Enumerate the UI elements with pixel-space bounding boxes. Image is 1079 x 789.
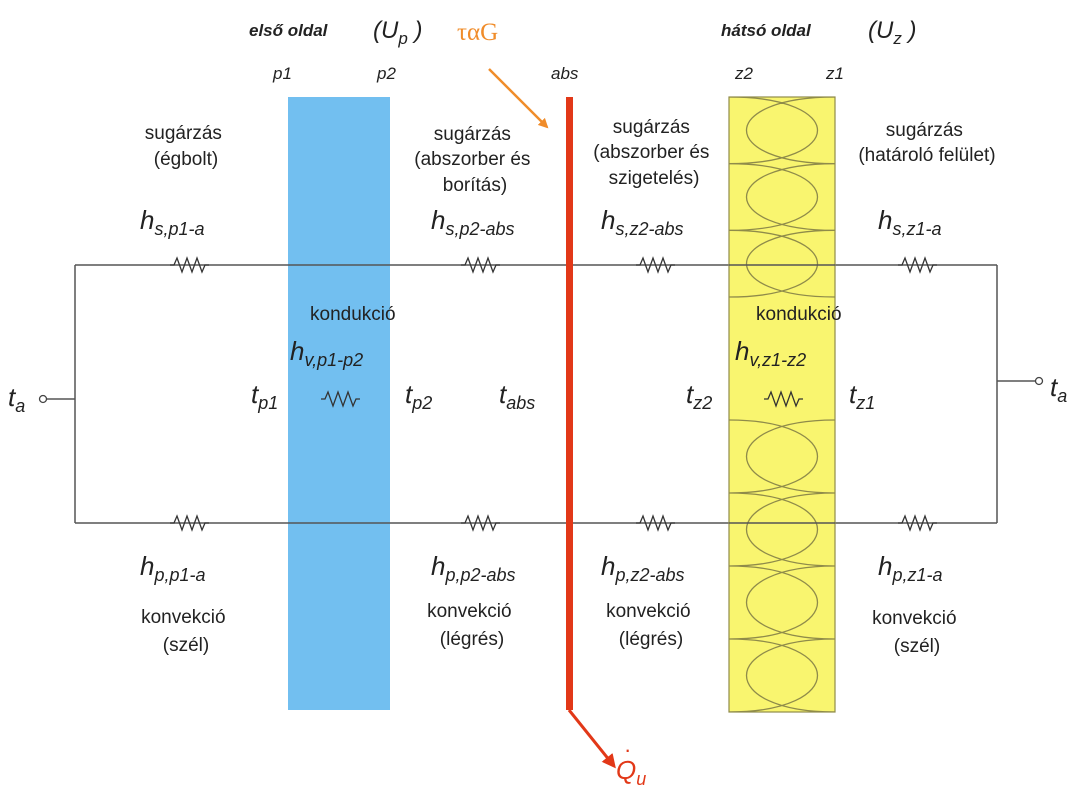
column-label-abs: abs: [551, 64, 579, 83]
absorber-plate: [566, 97, 573, 710]
terminal-left: [38, 394, 48, 404]
useful-heat-arrow: [567, 709, 616, 769]
resistor-hp-p2-abs: [461, 514, 500, 532]
insulation-pattern: [729, 419, 835, 712]
resistor-hs-p1-a: [170, 256, 209, 274]
coeff-hs-p2-abs: hs,p2-abs: [431, 205, 515, 239]
coeff-hv-z1-z2: hv,z1-z2: [735, 336, 806, 370]
insulation-pattern: [729, 97, 835, 298]
terminal-right: [1034, 376, 1044, 386]
resistor-hp-z1-a: [898, 514, 937, 532]
coeff-hp-z2-abs: hp,z2-abs: [601, 551, 685, 585]
resistor-hs-z1-a: [898, 256, 937, 274]
insulation-layer: [728, 96, 836, 713]
coeff-hv-p1-p2: hv,p1-p2: [290, 336, 363, 370]
useful-heat-dot: ·: [624, 737, 631, 762]
column-label-z2: z2: [734, 64, 754, 83]
temp-tp1: tp1: [251, 379, 278, 413]
resistor-hs-z2-abs: [636, 256, 675, 274]
solar-irradiance-label: ταG: [457, 19, 498, 46]
convection-air-gap-insulation-label: konvekció (légrés): [606, 601, 696, 650]
column-label-p2: p2: [376, 64, 396, 83]
coeff-hs-z2-abs: hs,z2-abs: [601, 205, 684, 239]
radiation-cover-label: sugárzás (abszorber és borítás): [414, 124, 535, 196]
temp-ta-right: ta: [1050, 372, 1067, 406]
coeff-hp-p1-a: hp,p1-a: [140, 551, 206, 585]
resistor-hs-p2-abs: [461, 256, 500, 274]
solar-input-arrow: [488, 68, 549, 129]
column-label-z1: z1: [825, 64, 844, 83]
conduction-label-insulation: kondukció: [756, 304, 842, 325]
convection-wind-right-label: konvekció (szél): [872, 608, 962, 657]
coeff-hs-p1-a: hs,p1-a: [140, 205, 205, 239]
temp-tabs: tabs: [499, 379, 535, 413]
coeff-hp-z1-a: hp,z1-a: [878, 551, 943, 585]
temp-tz1: tz1: [849, 379, 875, 413]
temp-ta-left: ta: [8, 382, 25, 416]
convection-wind-left-label: konvekció (szél): [141, 607, 231, 656]
circuit-wires: [46, 264, 1035, 524]
resistor-hp-p1-a: [170, 514, 209, 532]
column-label-p1: p1: [272, 64, 292, 83]
radiation-insulation-label: sugárzás (abszorber és szigetelés): [593, 117, 714, 189]
resistor-hp-z2-abs: [636, 514, 675, 532]
convection-air-gap-cover-label: konvekció (légrés): [427, 601, 517, 650]
coeff-hp-p2-abs: hp,p2-abs: [431, 551, 516, 585]
back-side-title: hátsó oldal: [721, 21, 812, 40]
radiation-sky-label: sugárzás (égbolt): [145, 123, 227, 170]
glass-cover-layer: [288, 97, 390, 710]
useful-heat-label: Qu: [616, 755, 646, 789]
resistor-hv-z1-z2: [764, 390, 803, 408]
resistor-hv-p1-p2: [321, 390, 360, 408]
resistors: [170, 256, 937, 532]
front-side-u-factor: (Up ): [373, 17, 422, 48]
back-side-u-factor: (Uz ): [868, 17, 917, 48]
front-side-title: első oldal: [249, 21, 329, 40]
radiation-boundary-label: sugárzás (határoló felület): [858, 120, 995, 166]
conduction-label-glass: kondukció: [310, 304, 396, 325]
coeff-hs-z1-a: hs,z1-a: [878, 205, 942, 239]
temp-tp2: tp2: [405, 379, 432, 413]
temp-tz2: tz2: [686, 379, 712, 413]
